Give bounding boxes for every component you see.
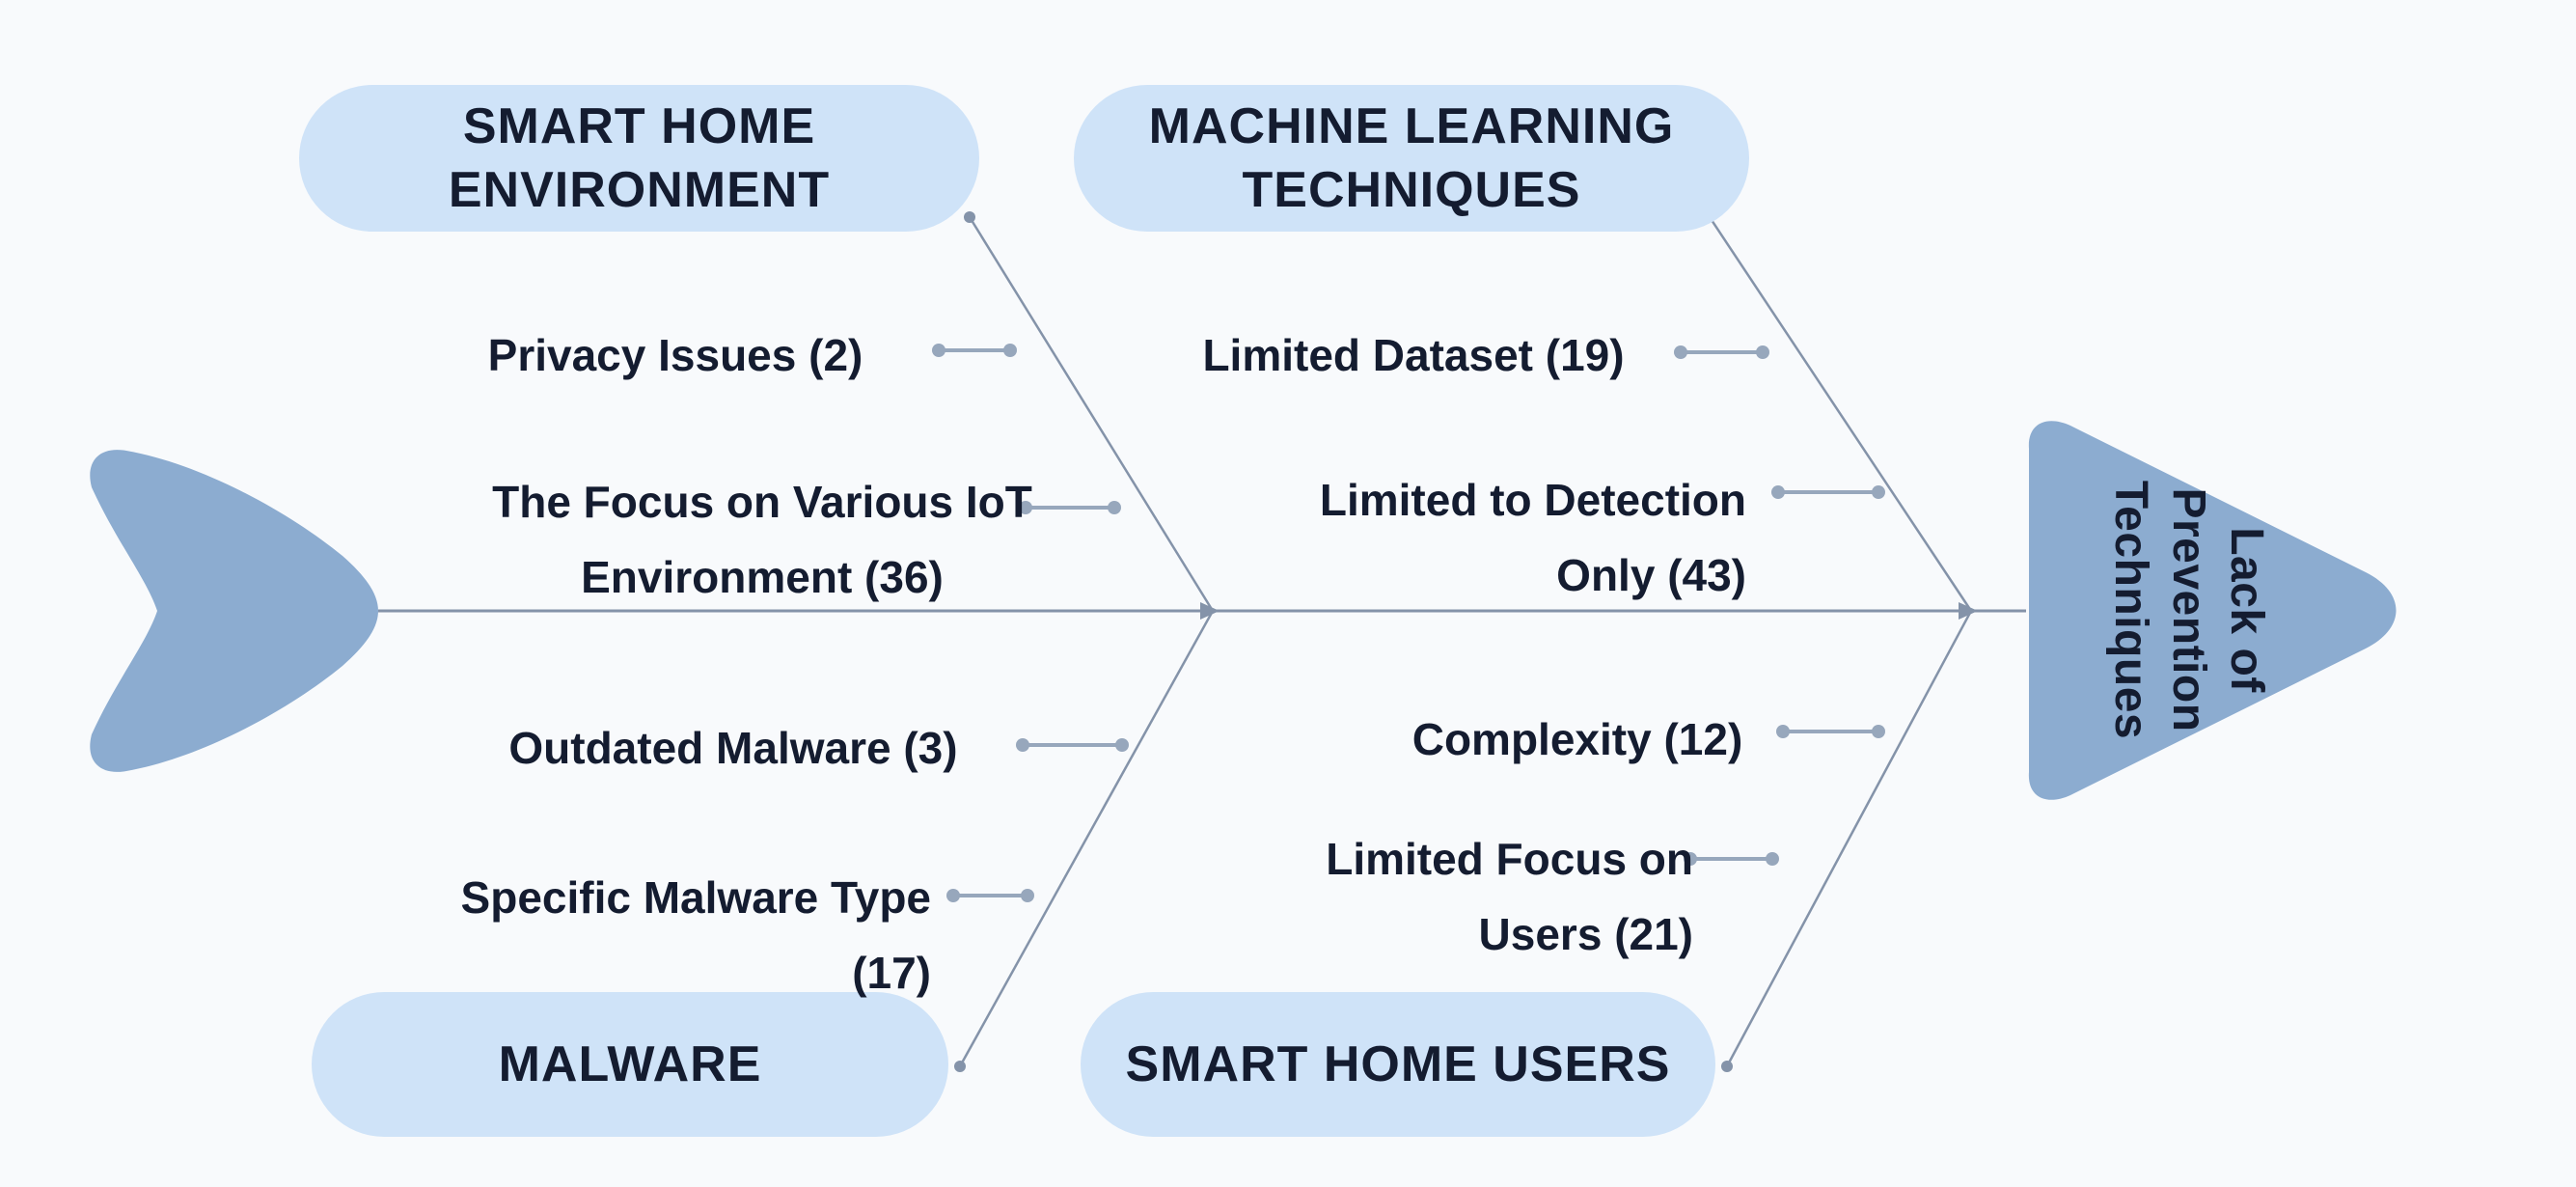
cause-label-outdated-malware: Outdated Malware (3): [508, 723, 958, 773]
category-pill-smart-home-users: SMART HOME USERS: [1081, 992, 1715, 1137]
cause-connector-specific-malware: [946, 889, 1034, 902]
bone-line-malware: [958, 610, 1215, 1067]
cause-connector-focus-iot: [1019, 501, 1121, 514]
cause-connector-limited-detection: [1771, 485, 1885, 499]
bone-dot-smart-home-environment: [964, 211, 975, 223]
bone-dot-malware: [954, 1061, 966, 1072]
cause-connector-privacy-issues: [932, 344, 1017, 357]
junction-arrow-right: [1959, 602, 1978, 620]
bone-line-machine-learning-techniques: [1706, 213, 1973, 612]
category-pill-malware: MALWARE: [312, 992, 948, 1137]
tail-chevron-shape: [90, 450, 378, 772]
junction-arrow-left: [1200, 602, 1219, 620]
cause-connector-complexity: [1776, 725, 1885, 738]
cause-connector-outdated-malware: [1016, 738, 1129, 752]
cause-label-complexity: Complexity (12): [1411, 714, 1743, 764]
cause-label-specific-malware-type: Specific Malware Type(17): [460, 872, 931, 998]
bone-dot-smart-home-users: [1721, 1061, 1733, 1072]
cause-label-privacy-issues: Privacy Issues (2): [487, 330, 863, 380]
cause-connector-limited-dataset: [1674, 345, 1769, 359]
cause-connector-limited-focus-users: [1684, 852, 1779, 866]
cause-label-limited-dataset: Limited Dataset (19): [1202, 330, 1625, 380]
bone-line-smart-home-users: [1725, 610, 1973, 1067]
head-arrow-shape: [2028, 421, 2397, 800]
bone-line-smart-home-environment: [968, 216, 1215, 612]
